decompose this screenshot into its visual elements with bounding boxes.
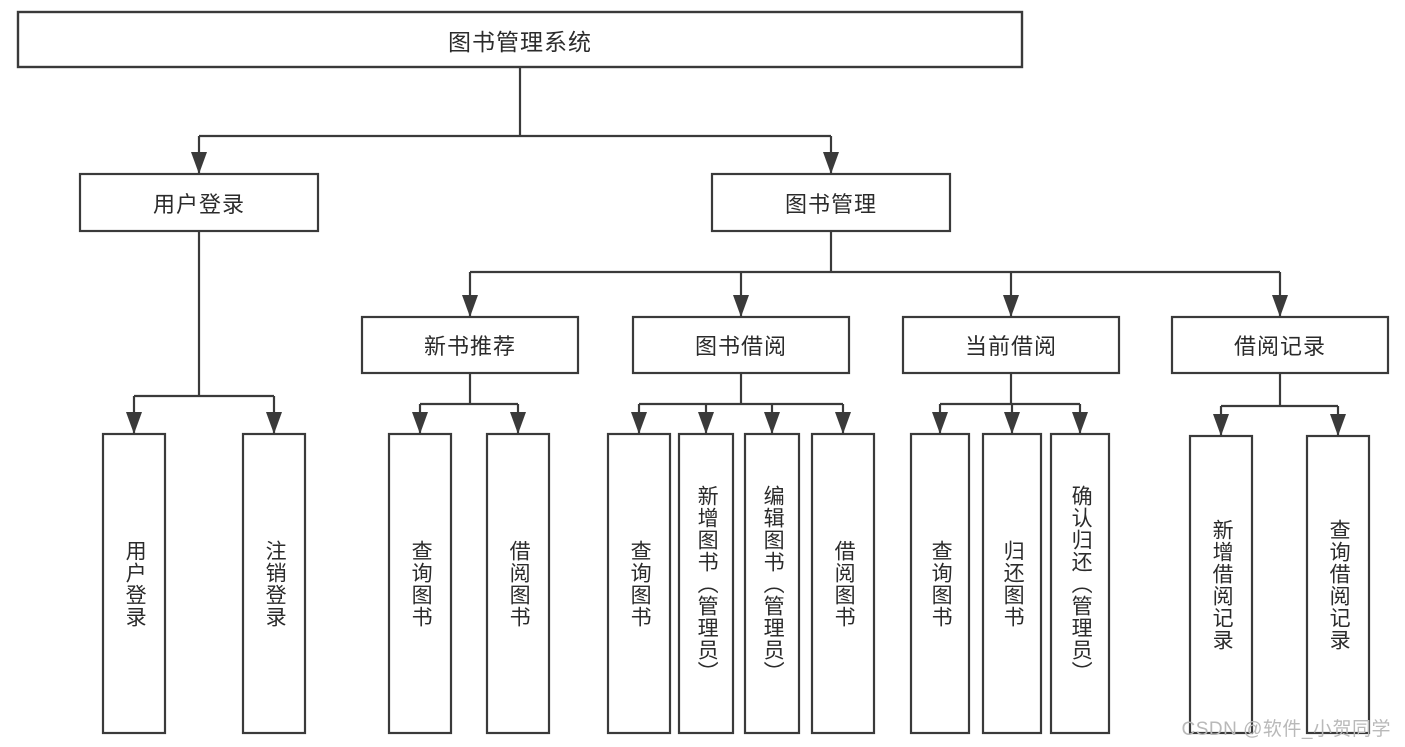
arrow-icon-root_to_level2-0 (191, 152, 207, 174)
boxes-layer (16, 10, 1390, 735)
connectors-layer (126, 67, 1346, 436)
node-box-level2-用户登录[interactable] (78, 172, 320, 233)
node-box-leaf-7-借阅图书[interactable] (810, 432, 876, 735)
arrow-icon-level2_user_to_leaves-0 (126, 412, 142, 434)
arrow-icon-level2_book_to_level3-2 (1003, 295, 1019, 317)
node-box-level2-图书管理[interactable] (710, 172, 952, 233)
arrow-icon-level2_book_to_level3-3 (1272, 295, 1288, 317)
arrow-icon-current_to_leaves-1 (1004, 412, 1020, 434)
arrow-icon-borrow_to_leaves-3 (835, 412, 851, 434)
arrow-icon-newbook_to_leaves-1 (510, 412, 526, 434)
node-box-leaf-12-查询借阅记录[interactable] (1305, 434, 1371, 735)
node-box-leaf-8-查询图书[interactable] (909, 432, 971, 735)
arrow-icon-borrow_to_leaves-2 (764, 412, 780, 434)
arrow-icon-borrow_to_leaves-1 (698, 412, 714, 434)
node-box-level3-新书推荐[interactable] (360, 315, 580, 375)
node-box-leaf-3-借阅图书[interactable] (485, 432, 551, 735)
node-box-level3-当前借阅[interactable] (901, 315, 1121, 375)
node-box-leaf-4-查询图书[interactable] (606, 432, 672, 735)
arrow-icon-root_to_level2-1 (823, 152, 839, 174)
arrow-icon-level2_user_to_leaves-1 (266, 412, 282, 434)
node-box-level3-借阅记录[interactable] (1170, 315, 1390, 375)
node-box-leaf-6-编辑图书管理员[interactable] (743, 432, 801, 735)
node-box-level3-图书借阅[interactable] (631, 315, 851, 375)
node-box-root-图书管理系统[interactable] (16, 10, 1024, 69)
arrow-icon-borrow_to_leaves-0 (631, 412, 647, 434)
arrow-icon-level2_book_to_level3-1 (733, 295, 749, 317)
node-box-leaf-9-归还图书[interactable] (981, 432, 1043, 735)
arrow-icon-level2_book_to_level3-0 (462, 295, 478, 317)
arrow-icon-current_to_leaves-0 (932, 412, 948, 434)
node-box-leaf-2-查询图书[interactable] (387, 432, 453, 735)
node-box-leaf-5-新增图书管理员[interactable] (677, 432, 735, 735)
arrow-icon-newbook_to_leaves-0 (412, 412, 428, 434)
node-box-leaf-11-新增借阅记录[interactable] (1188, 434, 1254, 735)
arrow-icon-record_to_leaves-1 (1330, 414, 1346, 436)
node-box-leaf-10-确认归还管理员[interactable] (1049, 432, 1111, 735)
node-box-leaf-0-用户登录[interactable] (101, 432, 167, 735)
arrow-icon-record_to_leaves-0 (1213, 414, 1229, 436)
arrow-icon-current_to_leaves-2 (1072, 412, 1088, 434)
node-box-leaf-1-注销登录[interactable] (241, 432, 307, 735)
